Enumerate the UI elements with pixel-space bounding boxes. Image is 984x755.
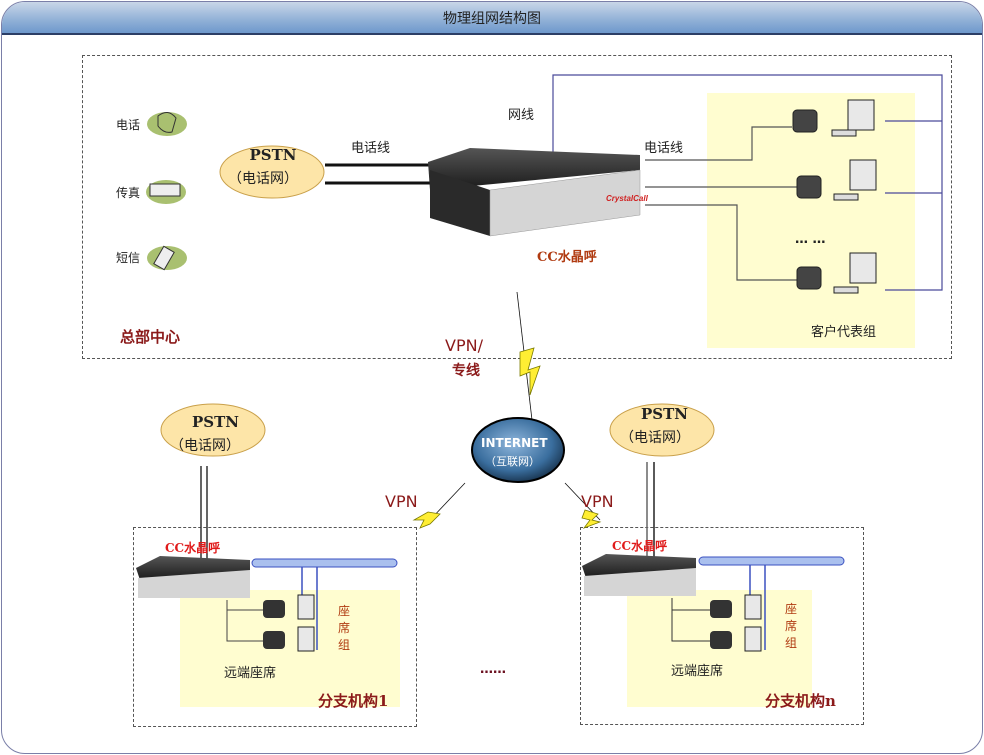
hq-phone-lines (645, 126, 800, 281)
phone-line-label-right: 电话线 (644, 141, 684, 156)
branch-1-graphics (136, 466, 398, 652)
agent-station (796, 252, 877, 294)
branch-n-pstn-title: PSTN (641, 405, 688, 423)
branch-n-vpn-label: VPN (581, 492, 614, 511)
branch-1-region (133, 527, 417, 727)
branch-n-device-label: CC水晶呼 (612, 539, 668, 553)
branch-1-pstn-cloud (160, 403, 266, 457)
internet-cloud (471, 417, 565, 483)
hq-name: 总部中心 (120, 328, 181, 346)
branch-n-seat-group-label: 座席组 (785, 602, 798, 650)
branch-n-pstn-subtitle: （电话网） (620, 430, 690, 446)
service-label-fax: 传真 (116, 186, 141, 200)
agent-station (792, 99, 875, 137)
agent-group-label: 客户代表组 (811, 325, 877, 340)
leased-line-label: 专线 (452, 363, 480, 379)
hq-pstn-trunk (325, 163, 430, 185)
internet-subtitle: （互联网） (485, 455, 540, 468)
internet-title: INTERNET (481, 436, 548, 450)
hq-region (82, 55, 952, 359)
pstn-clouds (160, 145, 715, 457)
hq-agent-stations (792, 99, 877, 294)
hq-pstn-cloud (219, 145, 325, 199)
branch-n-name: 分支机构n (765, 692, 836, 710)
branch-1-pstn-title: PSTN (192, 413, 239, 431)
hq-pstn-subtitle: （电话网） (228, 171, 298, 187)
agent-group-area (707, 93, 915, 348)
branch-1-pstn-subtitle: （电话网） (170, 438, 240, 454)
title-bar: 物理组网结构图 (2, 2, 982, 35)
telephone-icon (147, 112, 187, 136)
hq-pstn-title: PSTN (249, 146, 297, 164)
branch-n-graphics (582, 462, 845, 652)
agent-station (796, 159, 877, 201)
more-branches-ellipsis: …… (480, 662, 506, 677)
network-cable-label: 网线 (508, 108, 535, 123)
branch-1-seat-group-label: 座席组 (338, 604, 351, 652)
device-brand-logo: CrystalCall (606, 194, 649, 203)
hq-cc-device: CrystalCall (428, 148, 649, 237)
branch-1-device-label: CC水晶呼 (165, 541, 221, 555)
agent-ellipsis: … … (795, 232, 826, 247)
diagram-title: 物理组网结构图 (443, 11, 541, 27)
hq-network-cable (552, 74, 943, 291)
phone-line-label-left: 电话线 (351, 141, 391, 156)
hq-device-label: CC水晶呼 (537, 250, 597, 265)
service-icons (146, 112, 187, 271)
service-label-sms: 短信 (116, 251, 141, 265)
branch-1-seat-area (180, 590, 400, 707)
service-label-phone: 电话 (116, 118, 141, 132)
vpn-links (412, 291, 602, 529)
branch-n-pstn-cloud (609, 403, 715, 457)
branch-1-name: 分支机构1 (318, 692, 389, 710)
branch-n-remote-seats-label: 远端座席 (671, 664, 724, 679)
branch-1-remote-seats-label: 远端座席 (224, 666, 277, 681)
vpn-leased-line-label: VPN/ (445, 336, 483, 355)
branch-1-vpn-label: VPN (385, 492, 418, 511)
branch-n-region (580, 527, 864, 725)
